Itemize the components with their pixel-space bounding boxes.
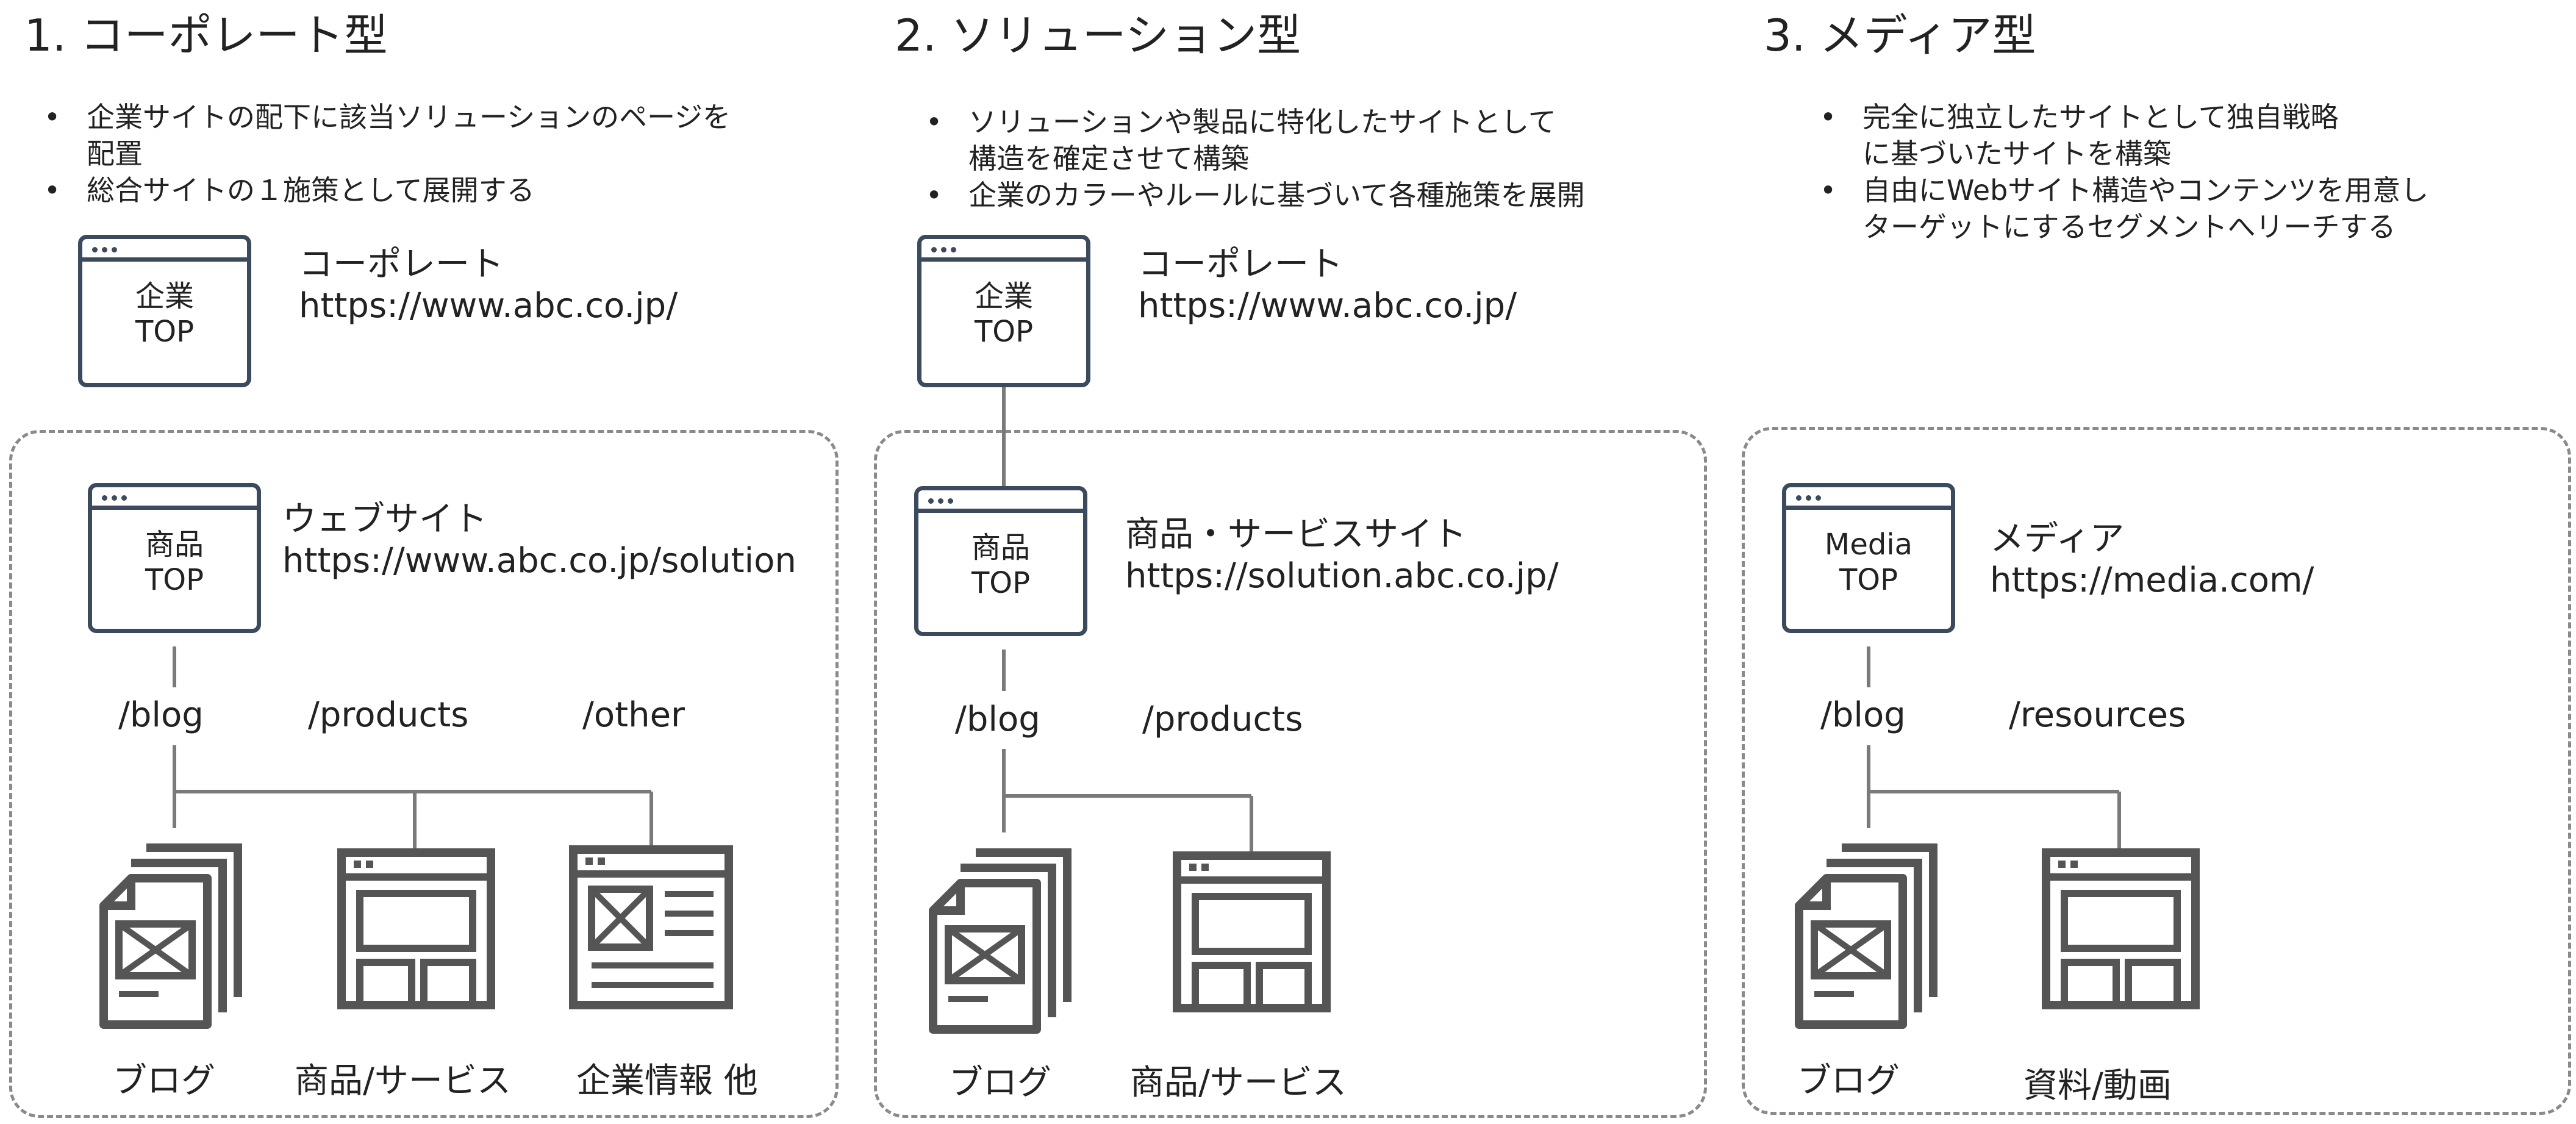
solution-group-frame bbox=[874, 430, 1707, 1118]
caption-products: 商品/サービス bbox=[1130, 1063, 1347, 1103]
window-label: TOP bbox=[971, 566, 1031, 600]
bullet: ソリューションや製品に特化したサイトとして 構造を確定させて構築 bbox=[926, 104, 1719, 177]
column-2-title: 2. ソリューション型 bbox=[895, 10, 1301, 61]
caption-company-info: 企業情報 他 bbox=[576, 1061, 758, 1101]
path-blog: /blog bbox=[955, 700, 1040, 739]
bullet: 完全に独立したサイトとして独自戦略 に基づいたサイトを構築 bbox=[1820, 99, 2552, 172]
site-url[interactable]: https://www.abc.co.jp/ bbox=[299, 286, 678, 326]
blog-document-stack-icon bbox=[104, 848, 238, 1025]
bullet: 企業サイトの配下に該当ソリューションのページを 配置 bbox=[44, 99, 837, 172]
window-label: 商品 bbox=[971, 531, 1030, 565]
media-group-frame bbox=[1742, 427, 2571, 1115]
site-name: ウェブサイト bbox=[282, 499, 487, 539]
caption-products: 商品/サービス bbox=[295, 1061, 511, 1101]
column-3-bullets: 完全に独立したサイトとして独自戦略 に基づいたサイトを構築 自由にWebサイト構… bbox=[1820, 99, 2552, 245]
corporate-site-info: コーポレート https://www.abc.co.jp/ bbox=[1138, 244, 1517, 327]
column-3-connectors bbox=[1867, 646, 2121, 850]
bullet: 総合サイトの１施策として展開する bbox=[44, 172, 837, 209]
window-label: 企業 bbox=[135, 279, 194, 313]
caption-blog: ブログ bbox=[949, 1063, 1051, 1103]
company-article-icon bbox=[573, 850, 729, 1005]
column-1-bullets: 企業サイトの配下に該当ソリューションのページを 配置 総合サイトの１施策として展… bbox=[44, 99, 837, 209]
caption-blog: ブログ bbox=[1797, 1061, 1900, 1101]
corporate-site-info: コーポレート https://www.abc.co.jp/ bbox=[299, 244, 678, 327]
caption-resources: 資料/動画 bbox=[2023, 1066, 2172, 1106]
resources-webpage-icon bbox=[2046, 853, 2195, 1005]
site-name: コーポレート bbox=[299, 245, 504, 284]
window-label: TOP bbox=[135, 315, 195, 349]
bullet: 企業のカラーやルールに基づいて各種施策を展開 bbox=[926, 177, 1719, 213]
path-products: /products bbox=[1142, 700, 1303, 739]
column-2-bullets: ソリューションや製品に特化したサイトとして 構造を確定させて構築 企業のカラーや… bbox=[926, 104, 1719, 213]
path-blog: /blog bbox=[118, 695, 204, 735]
product-site-info: ウェブサイト https://www.abc.co.jp/solution bbox=[282, 499, 796, 582]
site-url[interactable]: https://www.abc.co.jp/solution bbox=[282, 541, 796, 581]
media-site-info: メディア https://media.com/ bbox=[1990, 518, 2314, 601]
window-label: Media bbox=[1824, 528, 1913, 562]
blog-document-stack-icon bbox=[1799, 848, 1933, 1025]
solution-group-frame bbox=[9, 430, 839, 1118]
product-site-info: 商品・サービスサイト https://solution.abc.co.jp/ bbox=[1125, 514, 1559, 597]
column-2-connectors bbox=[1002, 387, 1253, 853]
path-other: /other bbox=[582, 695, 685, 735]
path-products: /products bbox=[308, 695, 469, 735]
bullet: 自由にWebサイト構造やコンテンツを用意し ターゲットにするセグメントへリーチす… bbox=[1820, 172, 2552, 245]
product-webpage-icon bbox=[1177, 856, 1326, 1008]
path-blog: /blog bbox=[1820, 695, 1906, 735]
site-url[interactable]: https://media.com/ bbox=[1990, 560, 2314, 600]
blog-document-stack-icon bbox=[933, 853, 1067, 1029]
window-label: TOP bbox=[1839, 563, 1898, 597]
site-url[interactable]: https://solution.abc.co.jp/ bbox=[1125, 556, 1559, 596]
path-resources: /resources bbox=[2009, 695, 2186, 735]
site-url[interactable]: https://www.abc.co.jp/ bbox=[1138, 286, 1517, 326]
site-name: コーポレート bbox=[1138, 245, 1343, 284]
caption-blog: ブログ bbox=[113, 1061, 215, 1101]
site-name: 商品・サービスサイト bbox=[1125, 515, 1467, 554]
column-1-title: 1. コーポレート型 bbox=[24, 10, 388, 61]
column-1-connectors bbox=[173, 646, 653, 850]
window-label: 商品 bbox=[145, 528, 204, 562]
window-label: TOP bbox=[145, 563, 204, 597]
site-name: メディア bbox=[1990, 519, 2125, 559]
product-webpage-icon bbox=[342, 853, 491, 1005]
window-label: 企業 bbox=[974, 279, 1033, 313]
column-3-title: 3. メディア型 bbox=[1764, 10, 2036, 61]
window-label: TOP bbox=[974, 315, 1034, 349]
